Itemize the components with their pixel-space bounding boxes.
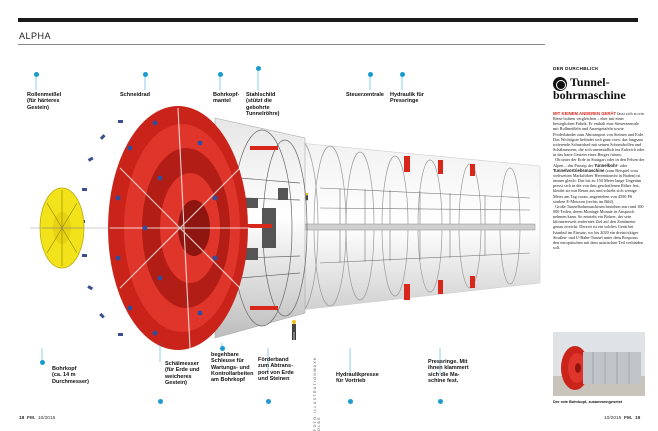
shield-machinery [240, 188, 288, 260]
sidebar-body-text: lässt sich so ein Riese bohren vergleich… [553, 111, 645, 158]
callout-dot [143, 72, 148, 77]
sidebar-title-line2: bohrmaschine [553, 87, 626, 102]
callout-dot [400, 72, 405, 77]
worker-figure-small [305, 192, 309, 201]
wheel-logo-icon [553, 77, 567, 91]
sidebar-paragraph-2: Ob unter der Erde in Stuttgart oder in d… [553, 157, 645, 203]
worker-figure [292, 320, 296, 340]
conveyor-belt [299, 223, 536, 231]
callout-dot [158, 399, 163, 404]
callout-pressringe: Pressringe. Mit ihnen klammert sich die … [428, 359, 469, 384]
callout-hydraulikpresse: Hydraulikpresse für Vortrieb [336, 372, 379, 385]
pressure-rings [404, 156, 475, 300]
exploded-cutter-ring [80, 120, 123, 336]
callout-schleuse: begehbare Schleuse für Wartungs- und Kon… [211, 352, 254, 384]
issue-right: 10/2015 [604, 416, 622, 421]
leader-lines [35, 68, 441, 374]
sidebar-bold-term: Tunnelbohr [594, 162, 618, 168]
callout-schneidrad: Schneidrad [120, 92, 150, 98]
sidebar-body-text: Große Tunnelbohrmaschinen bestehen aus r… [553, 203, 644, 251]
section-label: ALPHA [19, 31, 52, 41]
sidebar-article: DER DURCHBLICK Tunnel- bohrmaschine MIT … [553, 66, 645, 250]
sidebar-lead: MIT KEINEM ANDEREN GERÄT [553, 111, 617, 116]
sidebar-title-line1: Tunnel- [570, 75, 610, 89]
tunnel-boring-machine-illustration [30, 68, 541, 374]
issue-left: 10/2015 [37, 416, 56, 421]
sidebar-kicker: DER DURCHBLICK [553, 66, 599, 71]
sidebar-photo [553, 332, 645, 396]
top-rule [18, 18, 638, 22]
callout-dot [438, 399, 443, 404]
callout-dot [220, 346, 225, 351]
sidebar-body-text: - oder [617, 162, 628, 168]
callout-dot [266, 399, 271, 404]
callout-dot [218, 72, 223, 77]
page-number-right: 19 [634, 416, 641, 421]
callout-bohrkopfmantel: Bohrkopf- mantel [213, 92, 240, 105]
callout-bohrkopf: Bohrkopf (ca. 14 m Durchmesser) [52, 366, 89, 385]
page-number-left: 18 [19, 416, 25, 421]
red-cutterhead [108, 106, 250, 350]
sidebar-paragraph-1: MIT KEINEM ANDEREN GERÄT lässt sich so e… [553, 111, 645, 157]
sidebar-title: Tunnel- bohrmaschine [553, 75, 626, 101]
callout-stahlschild: Stahlschild (stützt die gebohrte Tunnelr… [246, 92, 280, 117]
section-divider [18, 44, 545, 45]
magazine-logo-right: FM. [624, 416, 633, 421]
callout-rollenmeissel: Rollenmeißel (für härteres Gestein) [27, 92, 62, 111]
sidebar-body-text: Ob unter der Erde in Stuttgart oder in d… [553, 157, 645, 168]
folio-left: 18 FM. 10/2015 [19, 416, 55, 421]
magazine-logo-left: FM. [27, 416, 36, 421]
folio-right: 10/2015 FM. 19 [604, 416, 640, 421]
sidebar-title-block: Tunnel- bohrmaschine [553, 75, 645, 109]
callout-steuerzentrale: Steuerzentrale [346, 92, 384, 98]
callout-foerderband: Förderband zum Abtrans- port von Erde un… [258, 357, 294, 382]
callout-dot [34, 72, 39, 77]
callout-hydraulik: Hydraulik für Pressringe [390, 92, 424, 105]
callout-dot [348, 399, 353, 404]
callout-dot [40, 360, 45, 365]
illustration-credit: F O T O : I L L U S T R A T I O N M A X … [313, 357, 321, 431]
cutter-tools [115, 120, 218, 336]
sidebar-body-text: (zum Beispiel vom weltweiten Marktführer… [553, 167, 642, 204]
hydraulic-press-rams [232, 146, 278, 310]
sidebar-bold-term: Tunnelvortriebsmaschine [553, 167, 605, 173]
callout-schaelmesser: Schälmesser (für Erde und weicheres Gest… [165, 361, 200, 386]
sidebar-body: MIT KEINEM ANDEREN GERÄT lässt sich so e… [553, 111, 645, 250]
callout-dot [256, 66, 261, 71]
sidebar-paragraph-3: Große Tunnelbohrmaschinen bestehen aus r… [553, 204, 645, 250]
callout-dot [368, 72, 373, 77]
sidebar-photo-caption: Der rote Bohrkopf, zusammengesetzt [553, 399, 622, 404]
